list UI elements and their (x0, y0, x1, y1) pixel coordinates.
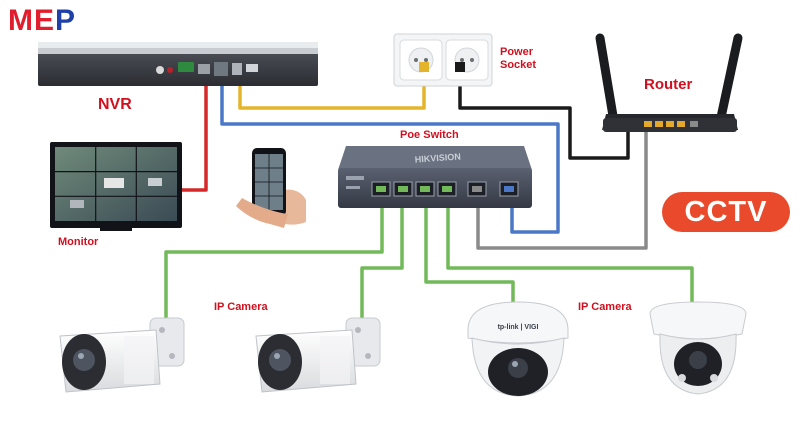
cable-router-switch (476, 128, 648, 250)
dome-camera: tp-link | VIGI (467, 301, 569, 397)
smartphone (236, 148, 306, 228)
monitor-label: Monitor (58, 236, 99, 248)
poe-switch-label: Poe Switch (400, 129, 459, 141)
monitor-device (50, 142, 182, 231)
nvr-rear-ports (156, 62, 258, 76)
dome-brand-text: tp-link | VIGI (498, 324, 539, 331)
power-socket-label: Power Socket (500, 46, 536, 72)
bullet-camera-2 (255, 317, 381, 393)
router-device (595, 33, 743, 132)
cables (164, 68, 694, 320)
switch-brand-text: HIKVISION (414, 151, 461, 164)
router-label: Router (644, 76, 693, 93)
power-socket (393, 33, 493, 87)
cable-camera-4 (446, 196, 694, 308)
monitor-split-grid (55, 147, 177, 221)
mep-logo: MEP (8, 4, 77, 37)
cable-camera-3 (424, 196, 515, 308)
turret-camera (649, 301, 747, 395)
switch-ports (371, 181, 519, 197)
cable-nvr-power (238, 68, 426, 110)
cable-nvr-switch (220, 68, 560, 234)
bullet-camera-1 (59, 317, 185, 393)
nvr-device (38, 42, 318, 86)
ip-camera-label-right: IP Camera (578, 301, 632, 313)
power-socket-label-line2: Socket (500, 59, 537, 71)
cable-router-power (458, 68, 630, 160)
poe-switch-device: HIKVISION (338, 146, 532, 208)
cable-camera-2 (360, 196, 404, 320)
router-lan-ports (644, 121, 698, 127)
nvr-label: NVR (98, 96, 132, 113)
cable-nvr-monitor (174, 76, 208, 192)
power-socket-label-line1: Power (500, 46, 534, 58)
cctv-badge: CCTV (662, 192, 790, 232)
cable-camera-1 (164, 196, 384, 320)
ip-camera-label-left: IP Camera (214, 301, 268, 313)
